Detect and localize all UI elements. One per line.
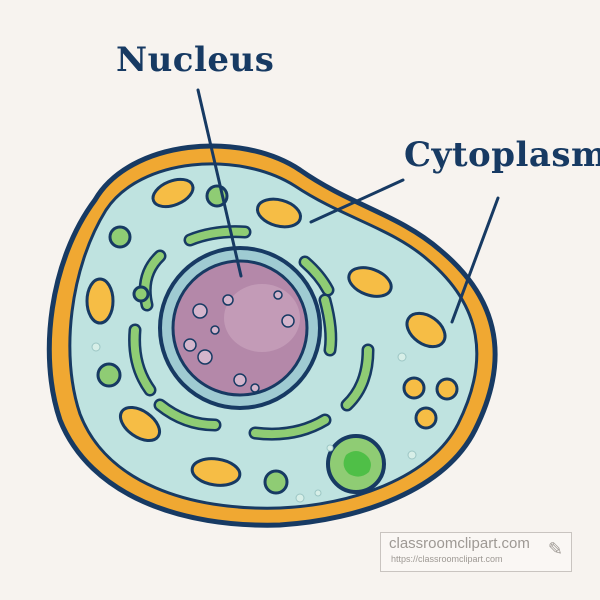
watermark-title: classroomclipart.com — [389, 535, 530, 552]
green-organelles — [96, 184, 289, 495]
nucleolus-spots — [183, 290, 295, 393]
vacuole-core — [343, 451, 371, 477]
watermark-url: https://classroomclipart.com — [391, 554, 503, 564]
mitochondria — [85, 177, 459, 487]
nucleus-label: Nucleus — [116, 40, 275, 80]
cytoplasm-leader-line-1 — [309, 178, 405, 224]
cytoplasm-leader-line-2 — [450, 196, 500, 324]
endoplasmic-reticulum — [130, 227, 372, 439]
nucleus-highlight — [224, 284, 300, 352]
nucleus-leader-line — [196, 88, 243, 278]
watermark-logo-icon: ✎ — [547, 539, 563, 559]
cytoplasm-label: Cytoplasm — [404, 135, 600, 175]
watermark: classroomclipart.com https://classroomcl… — [380, 532, 572, 572]
cytoplasm-specks — [91, 342, 417, 503]
